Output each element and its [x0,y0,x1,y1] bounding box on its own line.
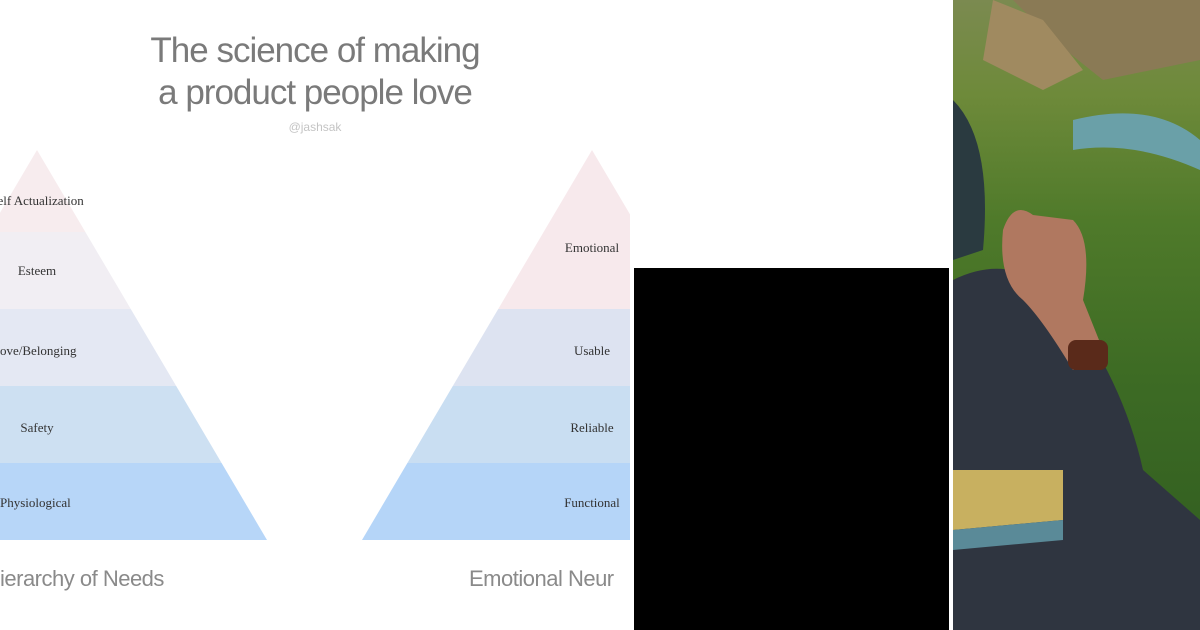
band-self-actualization [0,150,267,232]
level-emotional: Emotional [564,240,620,255]
black-overlay [634,268,949,630]
level-esteem: Esteem [17,263,57,278]
level-love: ove/Belonging [0,343,77,358]
hierarchy-caption: ierarchy of Needs [0,566,164,591]
emotional-caption: Emotional Neur [469,566,614,591]
level-usable: Usable [573,343,611,358]
level-safety: Safety [20,420,54,435]
title-line-1: The science of making [150,31,480,70]
emotional-pyramid [362,150,630,540]
photo-illustration [953,0,1200,630]
band-functional [362,463,630,540]
white-mask [630,0,950,268]
title-line-2: a product people love [158,73,473,112]
level-reliable: Reliable [570,420,614,435]
level-functional: Functional [564,495,620,510]
band-physiological [0,463,267,540]
author-handle: @jashsak [288,120,342,134]
band-emotional [362,150,630,309]
slide-title: The science of making a product people l… [0,30,630,114]
level-self-actualization: Self Actualization [0,193,84,208]
level-physiological: Physiological [0,495,71,510]
speaker-photo [953,0,1200,630]
pyramids [0,150,630,540]
